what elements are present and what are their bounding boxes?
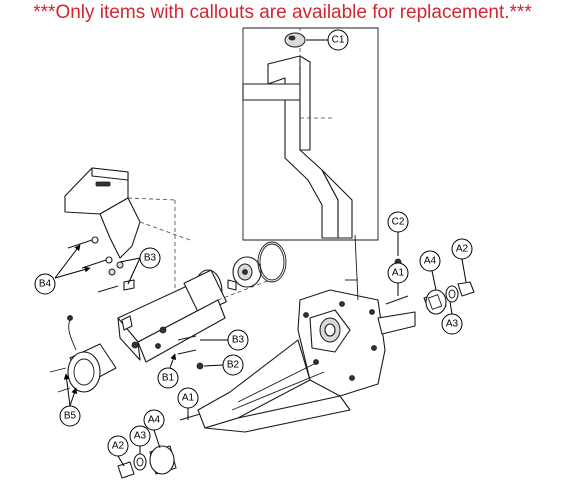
callout-b2: B2: [222, 354, 244, 376]
callout-b5: B5: [59, 405, 81, 427]
frame-inset: [242, 27, 379, 241]
svg-text:A1: A1: [392, 268, 405, 279]
callout-b3-top: B3: [139, 247, 161, 269]
motor-assembly: [117, 269, 271, 363]
svg-text:C1: C1: [332, 35, 345, 46]
svg-text:A1: A1: [182, 393, 195, 404]
svg-text:A4: A4: [148, 415, 161, 426]
callout-c2: C2: [387, 211, 409, 233]
svg-text:A2: A2: [456, 244, 469, 255]
right-shaft-parts: [385, 258, 475, 315]
svg-text:B3: B3: [144, 253, 157, 264]
svg-text:B2: B2: [227, 360, 240, 371]
svg-text:B4: B4: [39, 279, 52, 290]
svg-text:C2: C2: [392, 217, 405, 228]
mounting-screws: [67, 236, 204, 370]
left-shaft-parts: [117, 413, 201, 479]
brake-release-bracket: [64, 167, 191, 300]
callout-b4: B4: [34, 273, 56, 295]
callout-b1: B1: [157, 367, 179, 389]
callout-a3-bottom: A3: [129, 425, 151, 447]
callout-a1-top: A1: [387, 262, 409, 284]
svg-text:B1: B1: [162, 373, 175, 384]
callout-c1: C1: [327, 29, 349, 51]
svg-text:A3: A3: [134, 431, 147, 442]
replacement-notice: ***Only items with callouts are availabl…: [33, 2, 532, 23]
svg-text:A3: A3: [446, 319, 459, 330]
callout-a4-top: A4: [419, 250, 441, 272]
callout-b3-mid: B3: [227, 329, 249, 351]
gear-coupling-ring: [227, 241, 287, 291]
callout-a2-bottom: A2: [107, 435, 129, 457]
cap-c1-part: [284, 32, 306, 48]
electromagnetic-brake: [49, 315, 117, 393]
transaxle-housing: [197, 234, 416, 433]
callout-a1-bottom: A1: [177, 387, 199, 409]
svg-text:A2: A2: [112, 441, 125, 452]
svg-text:B5: B5: [64, 411, 77, 422]
svg-text:B3: B3: [232, 335, 245, 346]
callout-a4-bottom: A4: [143, 409, 165, 431]
callout-leaders: [54, 39, 467, 467]
callout-a3-top: A3: [441, 313, 463, 335]
svg-text:A4: A4: [424, 256, 437, 267]
callout-a2-top: A2: [451, 238, 473, 260]
